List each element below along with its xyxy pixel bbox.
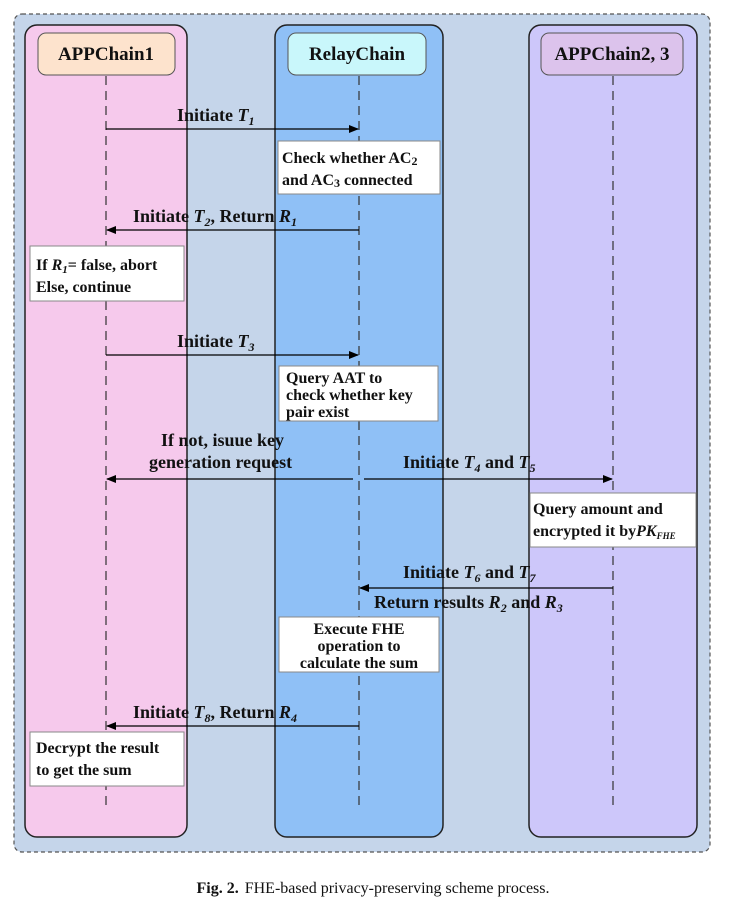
note-check-connection-line1: Check whether AC2 [282,150,417,168]
label-key-generation-line1: If not, isuue key [161,430,284,450]
note-query-aat-line1: Query AAT to [286,370,382,387]
label-initiate-t2-return-r1: Initiate T2, Return R1 [133,206,297,229]
label-initiate-t6-t7: Initiate T6 and T7 [403,562,537,585]
note-decrypt-result [29,731,185,787]
note-query-aat-line3: pair exist [286,404,350,421]
note-execute-fhe [278,616,440,673]
header-relaychain [287,32,427,76]
header-relaychain-label: RelayChain [309,44,406,65]
label-initiate-t1: Initiate T1 [177,105,255,128]
note-check-connection-line2: and AC3 connected [282,172,413,190]
sequence-diagram: APPChain1 RelayChain APPChain2, 3 Initia… [13,13,711,853]
note-abort-line2: Else, continue [36,279,131,296]
note-query-amount-line1: Query amount and [533,501,663,518]
lane-appchain23 [528,24,698,838]
note-decrypt-line2: to get the sum [36,762,132,779]
header-appchain23-label: APPChain2, 3 [554,44,669,65]
note-decrypt-line1: Decrypt the result [36,740,160,757]
note-execute-fhe-line1: Execute FHE [313,621,404,638]
note-query-amount [529,492,697,548]
figure-caption-label: Fig. 2. [196,880,239,897]
note-query-aat-line2: check whether key [286,387,413,404]
figure-caption: Fig. 2. FHE-based privacy-preserving sche… [0,880,746,898]
header-appchain23 [540,32,684,76]
note-query-aat [278,365,439,422]
label-return-results: Return results R2 and R3 [374,592,563,615]
label-initiate-t8-return-r4: Initiate T8, Return R4 [133,702,297,725]
figure-caption-text: FHE-based privacy-preserving scheme proc… [244,880,550,897]
note-execute-fhe-line3: calculate the sum [300,655,419,672]
label-key-generation-line2: generation request [149,452,292,472]
note-query-amount-line2: encrypted it byPKFHE [533,523,676,541]
label-initiate-t3: Initiate T3 [177,331,255,354]
note-check-connection [277,140,441,195]
note-abort-or-continue [29,245,185,302]
note-abort-line1: If R1= false, abort [36,257,158,276]
label-initiate-t4-t5: Initiate T4 and T5 [403,452,536,475]
note-execute-fhe-line2: operation to [317,638,400,655]
lane-appchain1 [24,24,188,838]
header-appchain1 [37,32,176,76]
header-appchain1-label: APPChain1 [58,44,154,65]
